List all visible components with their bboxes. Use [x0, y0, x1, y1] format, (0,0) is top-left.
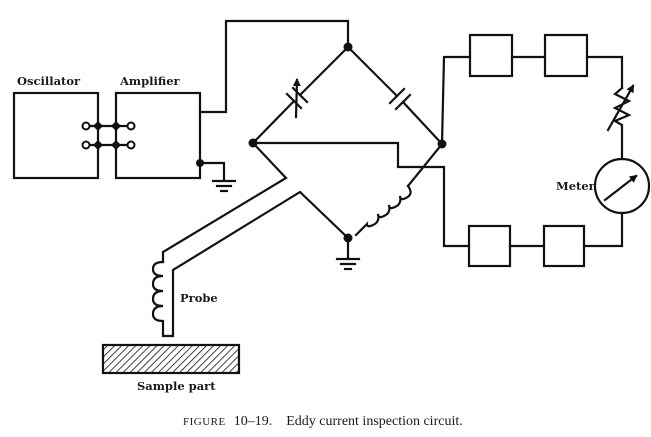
- inductor-coil: [354, 142, 444, 237]
- oscillator-block: Oscillator: [12, 74, 100, 180]
- output-chain-top: [468, 33, 635, 161]
- terminal-open: [81, 121, 91, 131]
- variable-arrow-icon: [606, 84, 635, 132]
- meter: Meter: [556, 157, 651, 215]
- svg-text:FIGURE 10–19. Eddy: FIGURE 10–19. Eddy current inspection ci…: [183, 412, 463, 429]
- terminal-junction: [111, 121, 121, 131]
- output-chain-bottom: [467, 211, 624, 268]
- circuit-block: [543, 33, 589, 78]
- amplifier-ground: [196, 159, 237, 193]
- coupling-connectors: [81, 121, 136, 150]
- terminal-junction: [93, 140, 103, 150]
- variable-resistor: [612, 86, 632, 161]
- amplifier-box: [114, 91, 202, 180]
- meter-label: Meter: [556, 179, 596, 193]
- figure-number: 10–19.: [234, 414, 273, 429]
- sample-part-label: Sample part: [137, 379, 216, 393]
- terminal-open: [126, 121, 136, 131]
- amplifier-block: Amplifier: [114, 74, 202, 180]
- sample-part-block: [101, 343, 241, 375]
- figure-label: FIGURE: [183, 416, 226, 428]
- sample-part: Sample part: [101, 343, 241, 393]
- probe-label: Probe: [180, 291, 218, 305]
- circuit-block: [542, 224, 586, 268]
- terminal-junction: [111, 140, 121, 150]
- probe-coil: Probe: [151, 260, 218, 323]
- circuit-block: [467, 224, 512, 268]
- bridge-output-wire-bottom: [251, 141, 471, 248]
- variable-arrow-icon: [292, 78, 301, 119]
- oscillator-label: Oscillator: [17, 74, 81, 88]
- terminal-open: [81, 140, 91, 150]
- oscillator-box: [12, 91, 100, 180]
- circuit-block: [468, 33, 514, 78]
- meter-needle-icon: [603, 174, 638, 202]
- variable-capacitor: [251, 45, 350, 145]
- figure-caption: FIGURE 10–19. Eddy current inspection ci…: [183, 412, 463, 429]
- bridge-output-wire-top: [440, 55, 472, 146]
- amplifier-label: Amplifier: [119, 74, 181, 88]
- amplifier-output-wire: [198, 19, 350, 114]
- capacitor: [346, 45, 444, 146]
- bridge-ground: [335, 236, 361, 271]
- probe-leads: [161, 141, 350, 338]
- terminal-open: [126, 140, 136, 150]
- caption-text: Eddy current inspection circuit.: [286, 414, 463, 429]
- terminal-junction: [93, 121, 103, 131]
